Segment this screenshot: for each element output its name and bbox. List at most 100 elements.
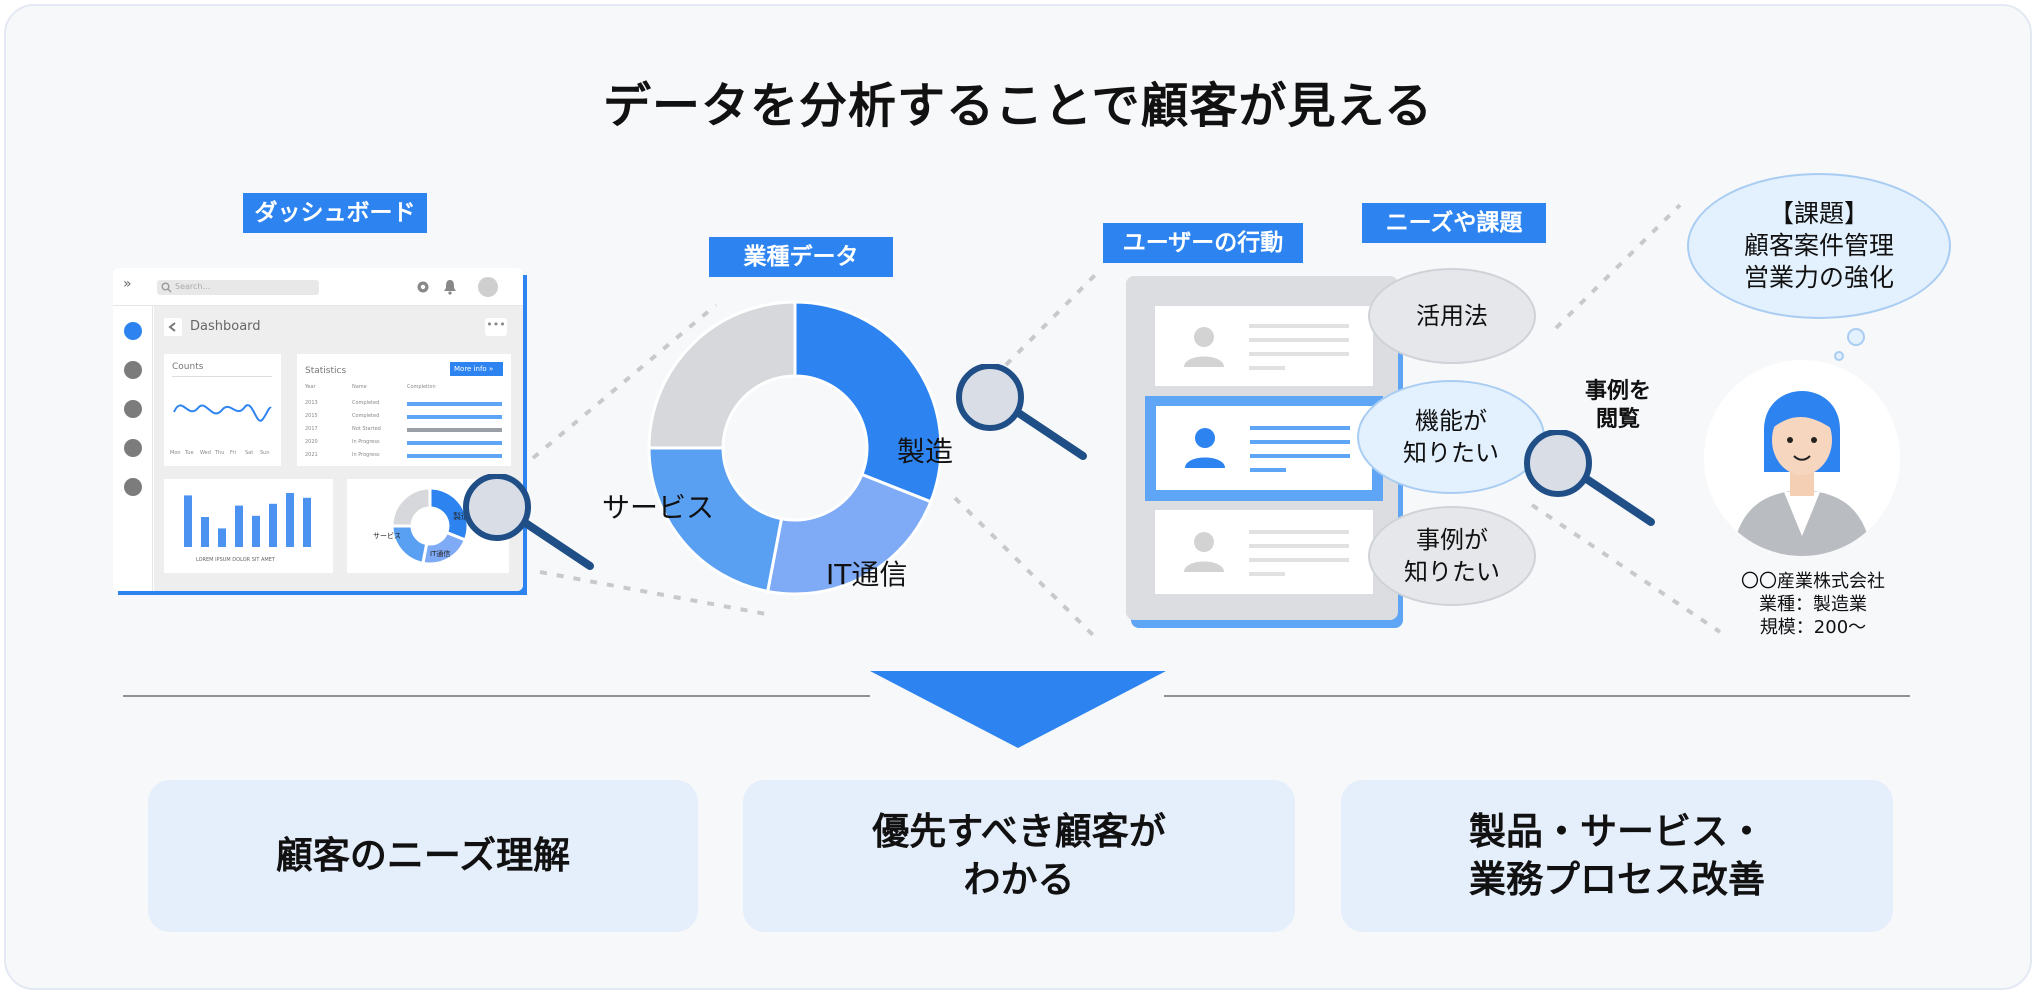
- profile-text-line: [1249, 572, 1285, 576]
- mini-bar-chart: [184, 493, 311, 547]
- persona-company-info: 〇〇産業株式会社 業種：製造業 規模：200〜: [1698, 570, 1928, 639]
- counts-month: Tue: [185, 450, 194, 456]
- stats-year: 2015: [305, 413, 318, 419]
- more-info-label: More info: [454, 365, 487, 373]
- mini-bar: [286, 493, 294, 547]
- stats-progress: [407, 454, 502, 458]
- tag-industry-data: 業種データ: [709, 237, 893, 277]
- view-cases-label: 事例を 閲覧: [1584, 379, 1651, 432]
- stats-year: 2021: [305, 452, 318, 458]
- persona-industry: 業種：製造業: [1759, 594, 1867, 615]
- profile-text-line: [1249, 366, 1285, 370]
- bell-icon[interactable]: [443, 279, 457, 295]
- mini-donut-label: IT通信: [430, 550, 451, 558]
- profile-card: [1155, 510, 1373, 594]
- counts-sparkline: [173, 404, 272, 422]
- mini-donut-slice: [390, 486, 432, 528]
- stats-header: Name: [352, 384, 367, 390]
- result-priority-customers: 優先すべき顧客が わかる: [743, 780, 1295, 932]
- search-icon: [161, 282, 172, 293]
- stats-name: Completed: [352, 400, 380, 406]
- donut-label-it: IT通信: [826, 558, 908, 591]
- mini-bar: [269, 503, 277, 547]
- search-placeholder: Search...: [175, 282, 211, 291]
- stats-year: 2013: [305, 400, 318, 406]
- user-nav-icon[interactable]: [124, 400, 142, 418]
- counts-divider: [172, 376, 272, 377]
- issue-thought-bubble: 【課題】 顧客案件管理 営業力の強化: [1687, 173, 1951, 319]
- industry-donut-slice: [647, 300, 797, 450]
- stats-year: 2017: [305, 426, 318, 432]
- back-icon[interactable]: [164, 318, 182, 336]
- profile-text-line: [1249, 324, 1349, 328]
- avatar[interactable]: [478, 277, 498, 297]
- mini-donut-slice: [428, 486, 470, 542]
- counts-month: Wed: [200, 450, 211, 456]
- counts-month: Sat: [245, 450, 254, 456]
- counts-month: Sun: [260, 450, 270, 456]
- chart-nav-icon[interactable]: [124, 322, 142, 340]
- stats-progress: [407, 441, 502, 445]
- industry-donut-slice: [765, 472, 933, 596]
- more-options-icon[interactable]: •••: [485, 318, 507, 336]
- bar-chart-card: LOREM IPSUM DOLOR SIT AMET: [164, 479, 333, 573]
- stats-year: 2020: [305, 439, 318, 445]
- persona-illustration: [1732, 391, 1872, 556]
- wallet-nav-icon[interactable]: [124, 478, 142, 496]
- gear-icon[interactable]: [415, 279, 431, 295]
- profile-card: [1155, 306, 1373, 386]
- magnifier-icon: [956, 364, 1087, 460]
- dashboard-topbar: » Search...: [113, 268, 523, 306]
- search-input[interactable]: Search...: [157, 280, 319, 295]
- persona-avatar: [1704, 360, 1900, 556]
- dashboard-window: » Search... Dashboard ••• Counts Mon: [113, 268, 523, 591]
- grid-nav-icon[interactable]: [124, 361, 142, 379]
- stats-header: Completion: [407, 384, 436, 390]
- mini-donut-label: 製造: [453, 512, 469, 521]
- industry-donut-slice: [793, 300, 943, 504]
- collapse-icon[interactable]: »: [123, 276, 132, 292]
- mini-bar: [218, 528, 226, 547]
- persona-company: 〇〇産業株式会社: [1741, 571, 1885, 592]
- more-info-button[interactable]: More info »: [450, 362, 503, 376]
- persona-scale: 規模：200〜: [1759, 617, 1867, 638]
- profile-text-line: [1249, 558, 1349, 562]
- industry-donut-chart: [647, 300, 943, 596]
- mini-bar: [252, 515, 260, 547]
- profile-text-line: [1249, 544, 1349, 548]
- result-improvement: 製品・サービス・ 業務プロセス改善: [1341, 780, 1893, 932]
- need-bubble-cases: 事例が 知りたい: [1368, 506, 1536, 606]
- stats-name: Not Started: [352, 426, 381, 432]
- result-understand-needs: 顧客のニーズ理解: [148, 780, 698, 932]
- profile-card-highlighted[interactable]: [1156, 406, 1372, 490]
- counts-month: Thu: [215, 450, 225, 456]
- tag-user-behavior: ユーザーの行動: [1103, 223, 1303, 263]
- dashboard-content: Dashboard ••• Counts Mon Tue Wed Thu Fri…: [154, 306, 523, 591]
- folder-nav-icon[interactable]: [124, 439, 142, 457]
- thought-dot: [1834, 351, 1844, 361]
- stats-progress: [407, 415, 502, 419]
- donut-label-manufacturing: 製造: [897, 435, 954, 468]
- industry-donut-slice: [647, 446, 784, 594]
- person-icon: [1184, 327, 1224, 367]
- stats-name: Completed: [352, 413, 380, 419]
- profile-text-line: [1250, 454, 1350, 458]
- counts-card: Counts Mon Tue Wed Thu Fri Sat Sun: [164, 354, 281, 466]
- profile-text-line: [1250, 426, 1350, 430]
- person-icon: [1184, 532, 1224, 572]
- stats-name: In Progress: [352, 452, 380, 458]
- mini-bar: [235, 505, 243, 547]
- stats-progress: [407, 428, 502, 432]
- tag-dashboard: ダッシュボード: [243, 193, 427, 233]
- person-icon: [1185, 428, 1225, 468]
- mini-bar: [303, 497, 311, 547]
- counts-month: Mon: [170, 450, 181, 456]
- statistics-card: Statistics More info » Year Name Complet…: [297, 354, 511, 466]
- counts-month: Fri: [230, 450, 236, 456]
- profile-text-line: [1249, 338, 1349, 342]
- profile-text-line: [1249, 530, 1349, 534]
- page-title: データを分析することで顧客が見える: [602, 78, 1434, 134]
- need-bubble-features: 機能が 知りたい: [1357, 380, 1545, 494]
- counts-label: Counts: [172, 362, 204, 372]
